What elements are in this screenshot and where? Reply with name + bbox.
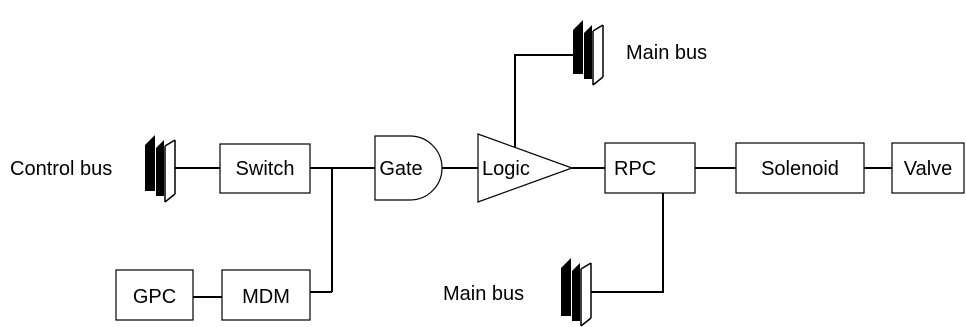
gate-label: Gate <box>379 158 422 180</box>
solenoid-block: Solenoid <box>735 142 865 194</box>
switch-label: Switch <box>236 158 295 180</box>
mdm-label: MDM <box>242 286 290 308</box>
main-bus-bottom-label: Main bus <box>443 283 524 305</box>
valve-label: Valve <box>904 158 953 180</box>
bus-connector-icon <box>145 135 176 203</box>
control-bus: Control bus <box>10 135 176 203</box>
main-bus-bottom: Main bus <box>443 258 592 327</box>
gate-block: Gate <box>374 135 443 201</box>
bus-connector-icon <box>573 20 604 86</box>
control-bus-label: Control bus <box>10 158 112 180</box>
rpc-label: RPC <box>614 158 656 180</box>
switch-block: Switch <box>219 143 311 194</box>
gpc-label: GPC <box>133 286 176 308</box>
mdm-block: MDM <box>221 269 311 321</box>
rpc-block: RPC <box>604 142 696 194</box>
logic-block: Logic <box>477 133 574 203</box>
logic-label: Logic <box>482 158 530 180</box>
bus-connector-icon <box>561 258 592 327</box>
solenoid-label: Solenoid <box>761 158 839 180</box>
gpc-block: GPC <box>115 269 194 321</box>
main-bus-top: Main bus <box>573 20 707 86</box>
main-bus-top-label: Main bus <box>626 42 707 64</box>
valve-block: Valve <box>891 142 965 194</box>
